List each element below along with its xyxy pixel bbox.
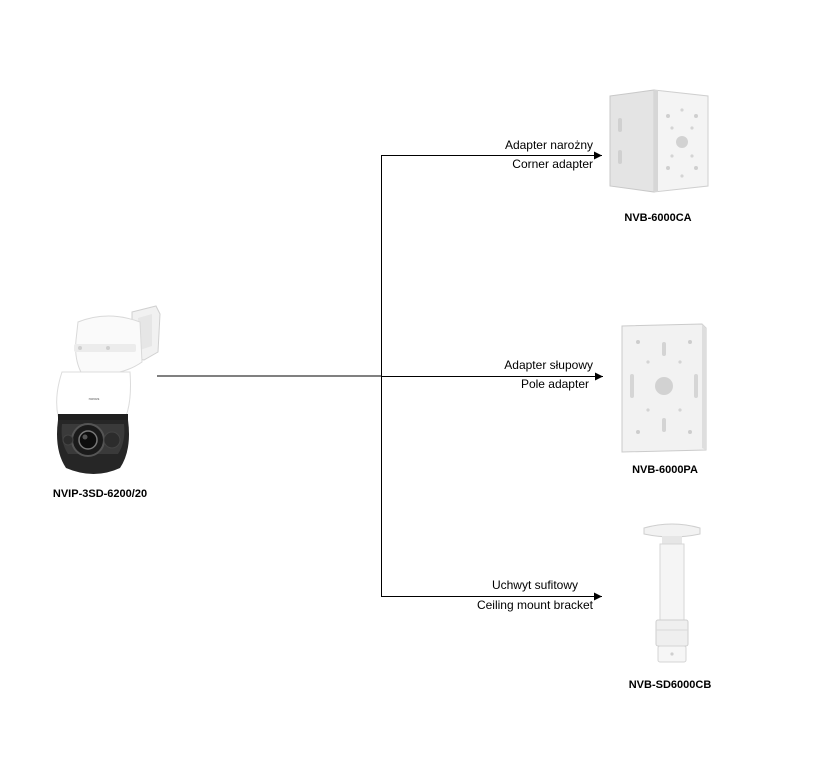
- branch-1-label-pl: Adapter narożny: [504, 138, 593, 152]
- pole-adapter-image: [621, 323, 707, 453]
- ceiling-bracket-image: [643, 523, 701, 663]
- camera-brand-mark: novus: [89, 396, 100, 401]
- branch-3-label-en: Ceiling mount bracket: [476, 598, 593, 612]
- branch-2-label-en: Pole adapter: [520, 377, 589, 391]
- branch-2-label-pl: Adapter słupowy: [504, 358, 593, 372]
- branch-1-label-en: Corner adapter: [512, 157, 593, 171]
- product-3-name: NVB-SD6000CB: [628, 679, 712, 691]
- camera-name: NVIP-3SD-6200/20: [52, 488, 148, 500]
- camera-image: novus: [56, 305, 161, 474]
- product-1-name: NVB-6000CA: [624, 212, 692, 224]
- corner-adapter-image: [609, 89, 709, 193]
- product-2-name: NVB-6000PA: [632, 464, 698, 476]
- branch-3-label-pl: Uchwyt sufitowy: [491, 578, 578, 592]
